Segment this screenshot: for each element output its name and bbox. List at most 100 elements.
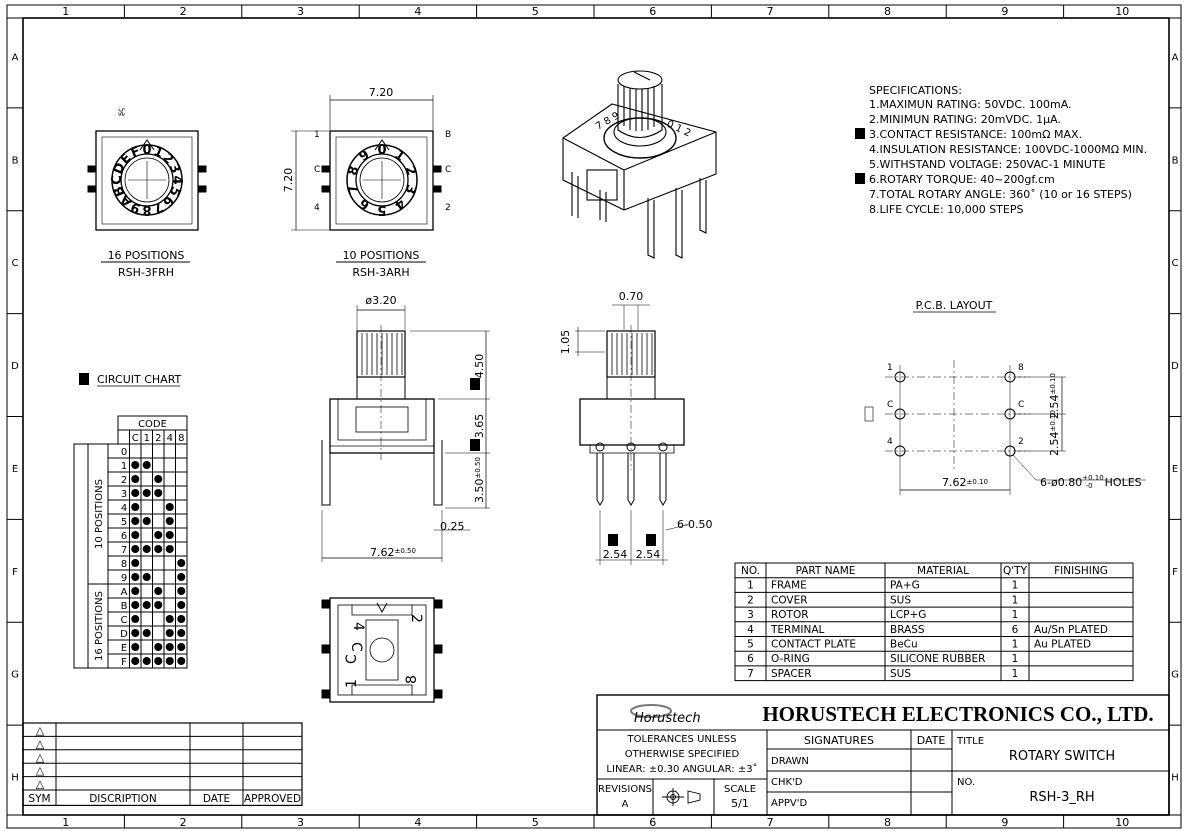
dim-shaft-dia: ø3.20 — [365, 294, 396, 307]
border-col-bottom-2: 2 — [180, 816, 187, 829]
border-col-9: 9 — [1001, 5, 1008, 18]
border-row-B: B — [12, 155, 19, 166]
contact-dot-3-C — [131, 489, 140, 497]
dim-width-720: 7.20 — [369, 86, 394, 99]
border-row-D: D — [11, 361, 19, 372]
pcb-pin-8: 8 — [1018, 363, 1024, 373]
parts-cell-2-1: ROTOR — [771, 609, 809, 621]
contact-dot-D-4 — [165, 629, 174, 637]
contact-dot-C-4 — [165, 615, 174, 623]
dim-025: 0.25 — [440, 520, 465, 533]
border-col-bottom-1: 1 — [62, 816, 69, 829]
position-0: 0 — [121, 447, 127, 458]
dial-digit-8: 8 — [345, 164, 362, 177]
border-col-bottom-10: 10 — [1115, 816, 1129, 829]
border-row-right-G: G — [1171, 670, 1179, 681]
border-col-1: 1 — [62, 5, 69, 18]
border-row-right-E: E — [1172, 464, 1178, 475]
pin-label-c-left: C — [314, 165, 320, 175]
revision-header-3: APPROVED — [244, 793, 301, 805]
pcb-pin-1: 1 — [887, 363, 893, 373]
model-16-positions: RSH-3FRH — [118, 266, 174, 279]
bottom-label-c-bottom: C — [344, 654, 360, 664]
contact-dot-8-8 — [177, 559, 186, 567]
contact-dot-9-1 — [142, 573, 151, 581]
border-row-G: G — [11, 670, 19, 681]
contact-dot-8-C — [131, 559, 140, 567]
contact-dot-C-8 — [177, 615, 186, 623]
title-block — [596, 694, 1170, 816]
dial-digit-C: C — [110, 175, 125, 185]
pcb-title: P.C.B. LAYOUT — [916, 299, 993, 312]
dial-digit-0: 0 — [377, 143, 386, 158]
top-view-10-positions — [291, 95, 442, 231]
horustech-logo: Horustech — [630, 704, 701, 726]
chkd-label: CHK'D — [771, 777, 803, 788]
position-5: 5 — [121, 517, 127, 528]
position-6: 6 — [121, 531, 127, 542]
circuit-chart-title: CIRCUIT CHART — [97, 373, 182, 386]
border-col-bottom-4: 4 — [414, 816, 421, 829]
code-col-2: 2 — [155, 433, 161, 444]
pin-label-c-right: C — [445, 165, 451, 175]
revision-header-2: DATE — [203, 793, 230, 805]
parts-cell-0-2: PA+G — [890, 580, 920, 592]
border-col-4: 4 — [414, 5, 421, 18]
parts-cell-6-1: SPACER — [771, 668, 812, 680]
spec-item-4: 4.INSULATION RESISTANCE: 100VDC-1000MΩ M… — [869, 143, 1147, 156]
parts-cell-0-1: FRAME — [771, 580, 807, 592]
code-header: CODE — [138, 419, 167, 430]
tolerance-line-1: TOLERANCES UNLESS — [627, 734, 737, 745]
position-D: D — [120, 629, 128, 640]
border-col-6: 6 — [649, 5, 656, 18]
contact-dot-B-C — [131, 601, 140, 609]
position-A: A — [121, 587, 128, 598]
parts-header-2: MATERIAL — [917, 565, 969, 577]
pcb-dim-y2: 2.54±0.10 — [1048, 410, 1061, 456]
contact-dot-A-8 — [177, 587, 186, 595]
border-col-2: 2 — [180, 5, 187, 18]
dim-762-body: 7.62±0.50 — [370, 546, 416, 559]
revision-header-1: DISCRIPTION — [89, 793, 157, 805]
position-1: 1 — [121, 461, 127, 472]
pcb-pin-c-right: C — [1018, 400, 1024, 410]
contact-dot-6-2 — [154, 531, 163, 539]
position-E: E — [121, 643, 127, 654]
parts-cell-3-2: BRASS — [890, 624, 925, 636]
apvd-label: APPV'D — [771, 798, 807, 809]
tolerance-line-3: LINEAR: ±0.30 ANGULAR: ±3˚ — [606, 763, 757, 775]
contact-dot-E-8 — [177, 643, 186, 651]
top-view-16-positions — [87, 130, 207, 231]
position-3: 3 — [121, 489, 127, 500]
dial-digit-3: 3 — [402, 182, 419, 195]
border-row-right-A: A — [1172, 52, 1179, 63]
contact-dot-F-4 — [165, 657, 174, 665]
pin-label-1: 1 — [314, 130, 320, 140]
dial-digit-7: 7 — [345, 182, 362, 195]
dim-marker-450 — [470, 378, 480, 390]
dim-marker-365 — [470, 439, 480, 451]
title-label: TITLE — [956, 736, 984, 747]
contact-dot-1-1 — [142, 461, 151, 469]
parts-cell-2-2: LCP+G — [890, 609, 926, 621]
contact-dot-5-4 — [165, 517, 174, 525]
spec-item-3: 3.CONTACT RESISTANCE: 100mΩ MAX. — [869, 128, 1082, 141]
parts-cell-3-4: Au/Sn PLATED — [1034, 624, 1108, 636]
border-row-right-F: F — [1172, 567, 1178, 578]
spec-item-6: 6.ROTARY TORQUE: 40~200gf.cm — [869, 173, 1055, 186]
contact-dot-C-C — [131, 615, 140, 623]
code-col-8: 8 — [178, 433, 184, 444]
parts-cell-3-1: TERMINAL — [770, 624, 825, 636]
parts-cell-0-0: 1 — [747, 580, 754, 592]
dim-6-050: 6-0.50 — [677, 518, 712, 531]
contact-dot-F-8 — [177, 657, 186, 665]
drawing-title: ROTARY SWITCH — [1009, 749, 1115, 764]
contact-dot-D-1 — [142, 629, 151, 637]
parts-cell-0-3: 1 — [1012, 580, 1019, 592]
parts-cell-3-0: 4 — [747, 624, 754, 636]
